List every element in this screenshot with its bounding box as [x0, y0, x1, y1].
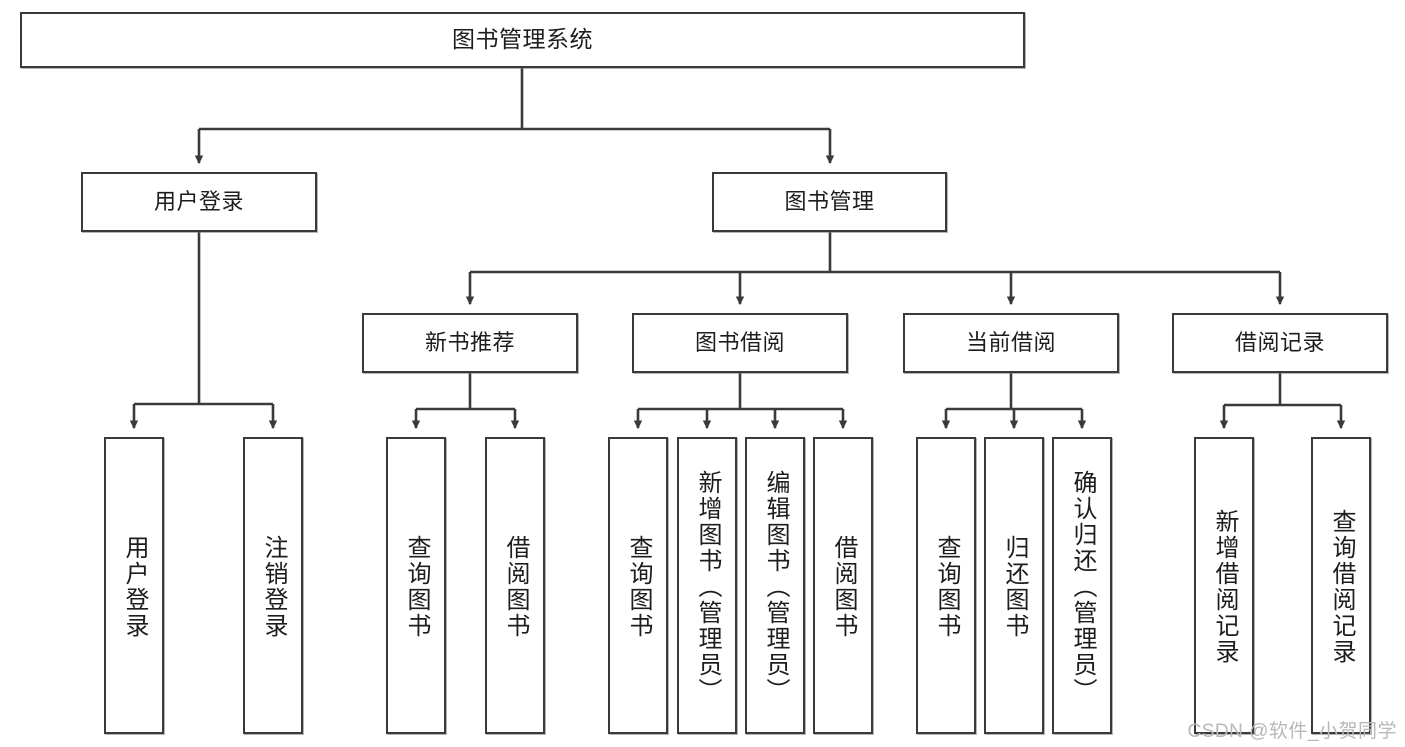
node-book-manage[interactable]: 图书管理	[712, 172, 947, 232]
node-new-book-rec[interactable]: 新书推荐	[362, 313, 578, 373]
node-user-login-label: 用户登录	[153, 189, 244, 215]
node-current-borrow-label: 当前借阅	[965, 330, 1056, 356]
node-leaf-logout[interactable]: 注销登录	[243, 437, 303, 734]
node-leaf-user-login[interactable]: 用户登录	[104, 437, 164, 734]
node-leaf-rec-borrow[interactable]: 借阅图书	[485, 437, 545, 734]
node-borrow-record-label: 借阅记录	[1234, 330, 1325, 356]
node-borrow-record[interactable]: 借阅记录	[1172, 313, 1388, 373]
connector-group-new-book-rec	[411, 373, 520, 430]
node-leaf-borrow-lend-label: 借阅图书	[830, 534, 857, 639]
node-leaf-cur-query[interactable]: 查询图书	[916, 437, 976, 734]
node-leaf-cur-confirm-label: 确认归还（管理员）	[1069, 469, 1096, 704]
node-leaf-cur-query-label: 查询图书	[933, 534, 960, 639]
connector-group-root	[194, 68, 835, 165]
node-leaf-user-login-label: 用户登录	[121, 534, 148, 639]
node-book-borrow-label: 图书借阅	[694, 330, 785, 356]
node-leaf-rec-add[interactable]: 新增借阅记录	[1194, 437, 1254, 734]
connector-group-book-borrow	[633, 373, 848, 430]
node-leaf-rec-query-label: 查询图书	[403, 534, 430, 639]
node-book-manage-label: 图书管理	[784, 189, 875, 215]
node-leaf-rec-find[interactable]: 查询借阅记录	[1311, 437, 1371, 734]
node-leaf-borrow-lend[interactable]: 借阅图书	[813, 437, 873, 734]
connector-group-user-login	[129, 232, 278, 430]
node-new-book-rec-label: 新书推荐	[424, 330, 515, 356]
watermark-text: CSDN @软件_小贺同学	[1187, 721, 1397, 742]
node-leaf-borrow-edit[interactable]: 编辑图书（管理员）	[745, 437, 805, 734]
node-leaf-rec-borrow-label: 借阅图书	[502, 534, 529, 639]
connector-group-current-borrow	[941, 373, 1087, 430]
node-leaf-borrow-query-label: 查询图书	[625, 534, 652, 639]
node-user-login[interactable]: 用户登录	[81, 172, 317, 232]
node-leaf-rec-add-label: 新增借阅记录	[1211, 508, 1238, 665]
connector-group-book-manage	[465, 232, 1285, 306]
node-root-label: 图书管理系统	[452, 26, 593, 53]
node-leaf-logout-label: 注销登录	[260, 534, 287, 639]
node-current-borrow[interactable]: 当前借阅	[903, 313, 1119, 373]
node-leaf-cur-return-label: 归还图书	[1001, 534, 1028, 639]
node-leaf-rec-query[interactable]: 查询图书	[386, 437, 446, 734]
node-book-borrow[interactable]: 图书借阅	[632, 313, 848, 373]
node-leaf-rec-find-label: 查询借阅记录	[1328, 508, 1355, 665]
node-leaf-borrow-add-label: 新增图书（管理员）	[694, 469, 721, 704]
node-root[interactable]: 图书管理系统	[20, 12, 1025, 68]
node-leaf-borrow-edit-label: 编辑图书（管理员）	[762, 469, 789, 704]
node-leaf-borrow-add[interactable]: 新增图书（管理员）	[677, 437, 737, 734]
connector-group-borrow-record	[1219, 373, 1346, 430]
node-leaf-borrow-query[interactable]: 查询图书	[608, 437, 668, 734]
node-leaf-cur-confirm[interactable]: 确认归还（管理员）	[1052, 437, 1112, 734]
node-leaf-cur-return[interactable]: 归还图书	[984, 437, 1044, 734]
